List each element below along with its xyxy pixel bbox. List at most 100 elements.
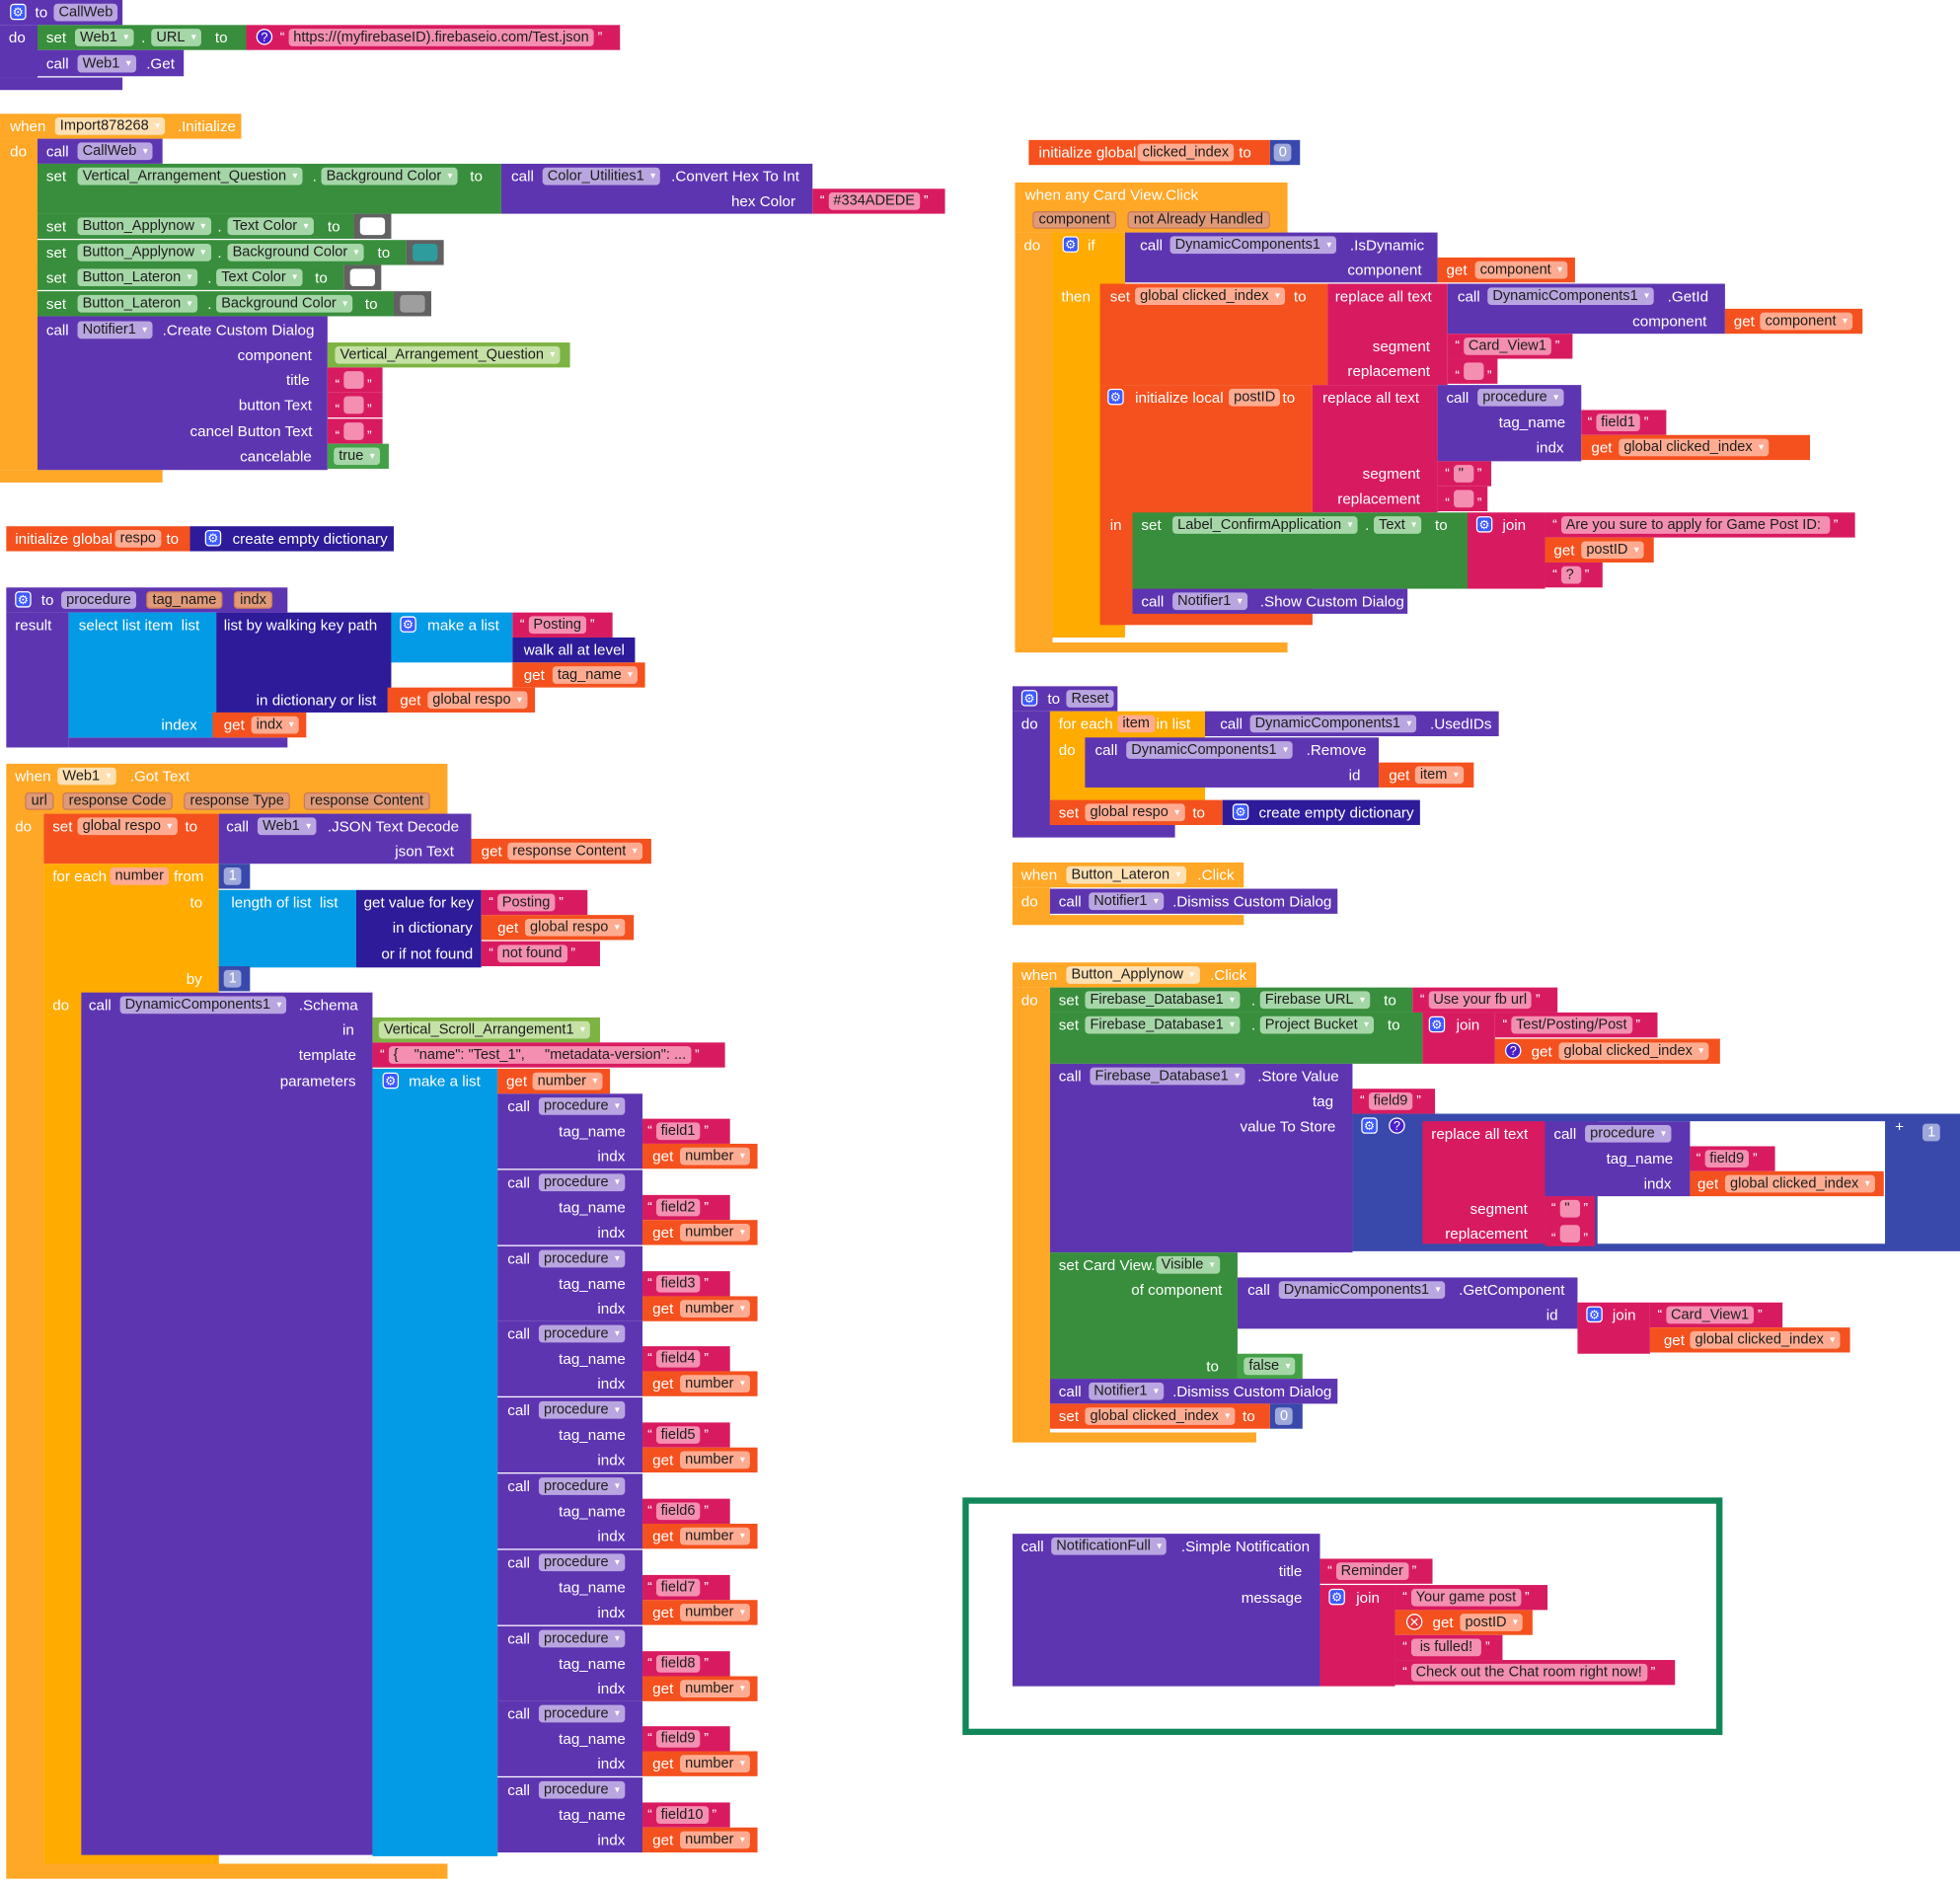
chevron-down-icon[interactable]: ▾	[739, 1757, 745, 1769]
param-chip[interactable]: component	[1032, 211, 1116, 229]
error-icon[interactable]: ✕	[1405, 1614, 1423, 1630]
field-dropdown[interactable]: procedure▾	[538, 1553, 626, 1572]
field-dropdown[interactable]: number▾	[680, 1300, 750, 1317]
text-literal[interactable]	[1551, 1225, 1588, 1243]
field-dropdown[interactable]: component▾	[1760, 312, 1853, 331]
chevron-down-icon[interactable]: ▾	[1512, 1616, 1518, 1628]
field-dropdown[interactable]: postID	[1229, 388, 1281, 407]
field-dropdown[interactable]: Visible▾	[1156, 1255, 1220, 1274]
field-dropdown[interactable]: true▾	[334, 447, 380, 466]
chevron-down-icon[interactable]: ▾	[1282, 743, 1289, 756]
field-dropdown[interactable]: number▾	[680, 1755, 750, 1773]
text-literal[interactable]: #334ADEDE	[820, 192, 929, 210]
chevron-down-icon[interactable]: ▾	[187, 270, 192, 283]
text-value[interactable]: Your game post	[1410, 1588, 1522, 1607]
chevron-down-icon[interactable]: ▾	[1406, 717, 1412, 729]
text-literal[interactable]: Reminder	[1327, 1562, 1416, 1580]
field-dropdown[interactable]: item▾	[1414, 766, 1464, 785]
chevron-down-icon[interactable]: ▾	[550, 348, 556, 360]
text-literal[interactable]: Your game post	[1402, 1588, 1530, 1607]
field-dropdown[interactable]: Project Bucket▾	[1259, 1016, 1375, 1034]
block[interactable]	[1015, 642, 1288, 653]
text-literal[interactable]: field10	[647, 1806, 716, 1824]
text-value[interactable]: Use your fb url	[1428, 991, 1533, 1010]
block[interactable]	[68, 737, 288, 748]
color-swatch-white[interactable]	[359, 217, 386, 236]
text-literal[interactable]: "	[1551, 1199, 1588, 1218]
text-literal[interactable]: is fulled!	[1402, 1638, 1490, 1657]
block[interactable]	[1052, 625, 1103, 638]
chevron-down-icon[interactable]: ▾	[123, 31, 129, 43]
field-dropdown[interactable]: procedure▾	[538, 1249, 626, 1268]
block[interactable]	[1012, 711, 1050, 837]
create-empty-dictionary[interactable]	[189, 526, 394, 552]
chevron-down-icon[interactable]: ▾	[739, 1454, 745, 1466]
chevron-down-icon[interactable]: ▾	[1453, 768, 1459, 781]
field-dropdown[interactable]: Notifier1▾	[77, 321, 153, 339]
field-dropdown[interactable]: Label_ConfirmApplication▾	[1172, 516, 1358, 534]
field-dropdown[interactable]: number▾	[680, 1451, 750, 1469]
field-dropdown[interactable]: CallWeb▾	[77, 142, 153, 161]
text-literal[interactable]	[1445, 489, 1481, 508]
number-field[interactable]: 1	[223, 867, 242, 885]
chevron-down-icon[interactable]: ▾	[142, 144, 148, 157]
field-dropdown[interactable]: procedure▾	[1477, 388, 1564, 407]
number-field[interactable]: 0	[1274, 1407, 1294, 1425]
field-dropdown[interactable]: DynamicComponents1▾	[119, 996, 287, 1015]
block[interactable]	[1012, 887, 1050, 919]
param-chip[interactable]: response Code	[62, 792, 173, 810]
text-value[interactable]: field4	[655, 1349, 701, 1368]
chevron-down-icon[interactable]: ▾	[628, 668, 634, 681]
field-dropdown[interactable]: Notifier1▾	[1089, 1382, 1165, 1400]
field-dropdown[interactable]: procedure	[61, 591, 136, 609]
field-dropdown[interactable]: Button_Applynow▾	[77, 217, 211, 236]
text-literal[interactable]: field4	[647, 1349, 709, 1368]
text-value[interactable]: #334ADEDE	[828, 192, 921, 210]
chevron-down-icon[interactable]: ▾	[1830, 1333, 1836, 1345]
chevron-down-icon[interactable]: ▾	[739, 1377, 745, 1390]
chevron-down-icon[interactable]: ▾	[353, 246, 359, 258]
text-literal[interactable]: field7	[647, 1578, 709, 1597]
chevron-down-icon[interactable]: ▾	[306, 819, 312, 832]
replace-all-text[interactable]	[1422, 1121, 1545, 1244]
chevron-down-icon[interactable]: ▾	[1411, 518, 1417, 531]
text-literal[interactable]: Test/Posting/Post	[1502, 1016, 1640, 1034]
chevron-down-icon[interactable]: ▾	[1842, 315, 1847, 327]
text-value[interactable]: ?	[1560, 565, 1581, 584]
chevron-down-icon[interactable]: ▾	[1360, 993, 1366, 1006]
walk-all-at-level[interactable]	[512, 637, 636, 663]
text-value[interactable]: Check out the Chat room right now!	[1410, 1663, 1647, 1682]
number-field[interactable]: 0	[1273, 143, 1292, 162]
chevron-down-icon[interactable]: ▾	[1153, 1385, 1159, 1396]
chevron-down-icon[interactable]: ▾	[739, 1834, 745, 1845]
chevron-down-icon[interactable]: ▾	[614, 1403, 620, 1415]
field-dropdown[interactable]: number▾	[680, 1224, 750, 1241]
chevron-down-icon[interactable]: ▾	[614, 1175, 620, 1188]
text-value[interactable]: field6	[655, 1502, 701, 1521]
chevron-down-icon[interactable]: ▾	[1174, 805, 1180, 818]
text-value[interactable]: { "name": "Test_1", "metadata-version": …	[388, 1046, 692, 1064]
text-value[interactable]: https://(myfirebaseID).firebaseio.com/Te…	[288, 29, 594, 46]
block[interactable]	[6, 813, 44, 1864]
text-value[interactable]: Reminder	[1335, 1562, 1408, 1580]
block[interactable]	[1012, 1432, 1256, 1443]
field-dropdown[interactable]: Button_Applynow▾	[77, 243, 211, 262]
chevron-down-icon[interactable]: ▾	[1153, 894, 1159, 907]
block[interactable]	[1015, 232, 1053, 645]
length-of-list[interactable]	[218, 889, 356, 968]
field-dropdown[interactable]: NotificationFull▾	[1051, 1537, 1168, 1555]
chevron-down-icon[interactable]: ▾	[632, 845, 638, 857]
param-chip[interactable]: response Type	[184, 792, 291, 810]
text-literal[interactable]: Use your fb url	[1420, 991, 1541, 1010]
replace-all-text[interactable]	[1327, 283, 1448, 386]
field-dropdown[interactable]: Import878268▾	[54, 117, 166, 135]
chevron-down-icon[interactable]: ▾	[342, 297, 348, 309]
field-dropdown[interactable]: postID▾	[1460, 1614, 1524, 1631]
chevron-down-icon[interactable]: ▾	[1347, 518, 1353, 531]
chevron-down-icon[interactable]: ▾	[614, 1632, 620, 1644]
text-literal[interactable]: field8	[647, 1654, 709, 1673]
field-dropdown[interactable]: false▾	[1244, 1357, 1296, 1376]
color-swatch-white[interactable]	[349, 268, 375, 287]
call-store-value[interactable]	[1049, 1063, 1353, 1253]
